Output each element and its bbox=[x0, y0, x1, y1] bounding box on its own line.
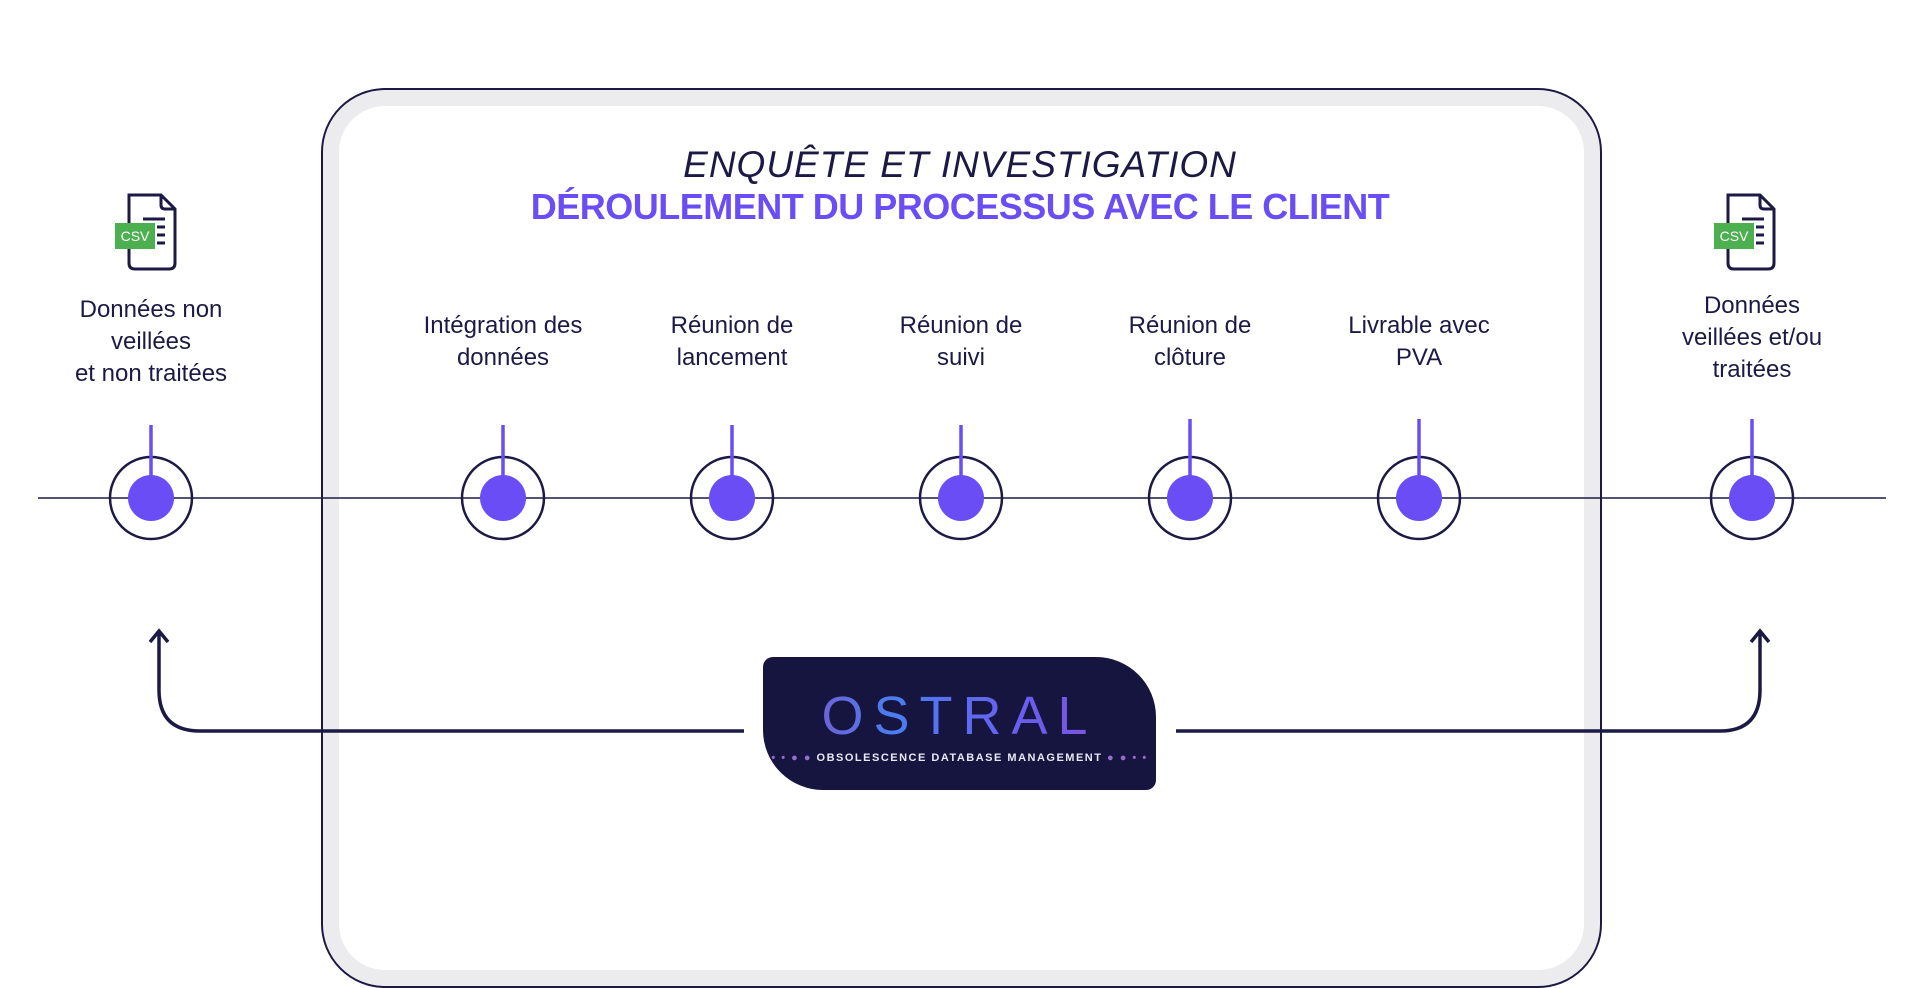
timeline-node-dot bbox=[1396, 475, 1442, 521]
timeline-node-dot bbox=[1167, 475, 1213, 521]
timeline-node-dot bbox=[480, 475, 526, 521]
svg-text:CSV: CSV bbox=[1720, 228, 1749, 244]
label-line: veillées bbox=[110, 328, 192, 355]
timeline-node-dot bbox=[709, 475, 755, 521]
input-label: Données non veillées et non traitées bbox=[31, 294, 271, 390]
label-line: Données non bbox=[79, 296, 223, 323]
timeline-node-dot bbox=[128, 475, 174, 521]
arrow-head-right-icon bbox=[1749, 628, 1771, 644]
logo-tagline: • • ● ● OBSOLESCENCE DATABASE MANAGEMENT… bbox=[771, 752, 1148, 764]
diagram-subtitle: DÉROULEMENT DU PROCESSUS AVEC LE CLIENT bbox=[530, 186, 1390, 227]
return-arrow-left bbox=[157, 634, 744, 733]
timeline-diagram bbox=[38, 419, 1886, 733]
logo-wordmark: OSTRAL bbox=[763, 685, 1156, 747]
label-line: veillées et/ou bbox=[1681, 324, 1823, 351]
output-label: Données veillées et/ou traitées bbox=[1632, 290, 1872, 386]
label-line: traitées bbox=[1712, 356, 1792, 383]
timeline-node-dot bbox=[938, 475, 984, 521]
arrow-head-left-icon bbox=[148, 628, 170, 644]
svg-text:CSV: CSV bbox=[121, 228, 150, 244]
csv-file-icon: CSV bbox=[115, 193, 177, 271]
diagram-title: ENQUÊTE ET INVESTIGATION bbox=[683, 144, 1237, 185]
csv-file-icon: CSV bbox=[1714, 193, 1776, 271]
timeline-node-dot bbox=[1729, 475, 1775, 521]
ostral-logo: OSTRAL • • ● ● OBSOLESCENCE DATABASE MAN… bbox=[763, 657, 1156, 790]
return-arrow-right bbox=[1176, 634, 1762, 733]
label-line: et non traitées bbox=[74, 360, 228, 387]
label-line: Données bbox=[1703, 292, 1801, 319]
